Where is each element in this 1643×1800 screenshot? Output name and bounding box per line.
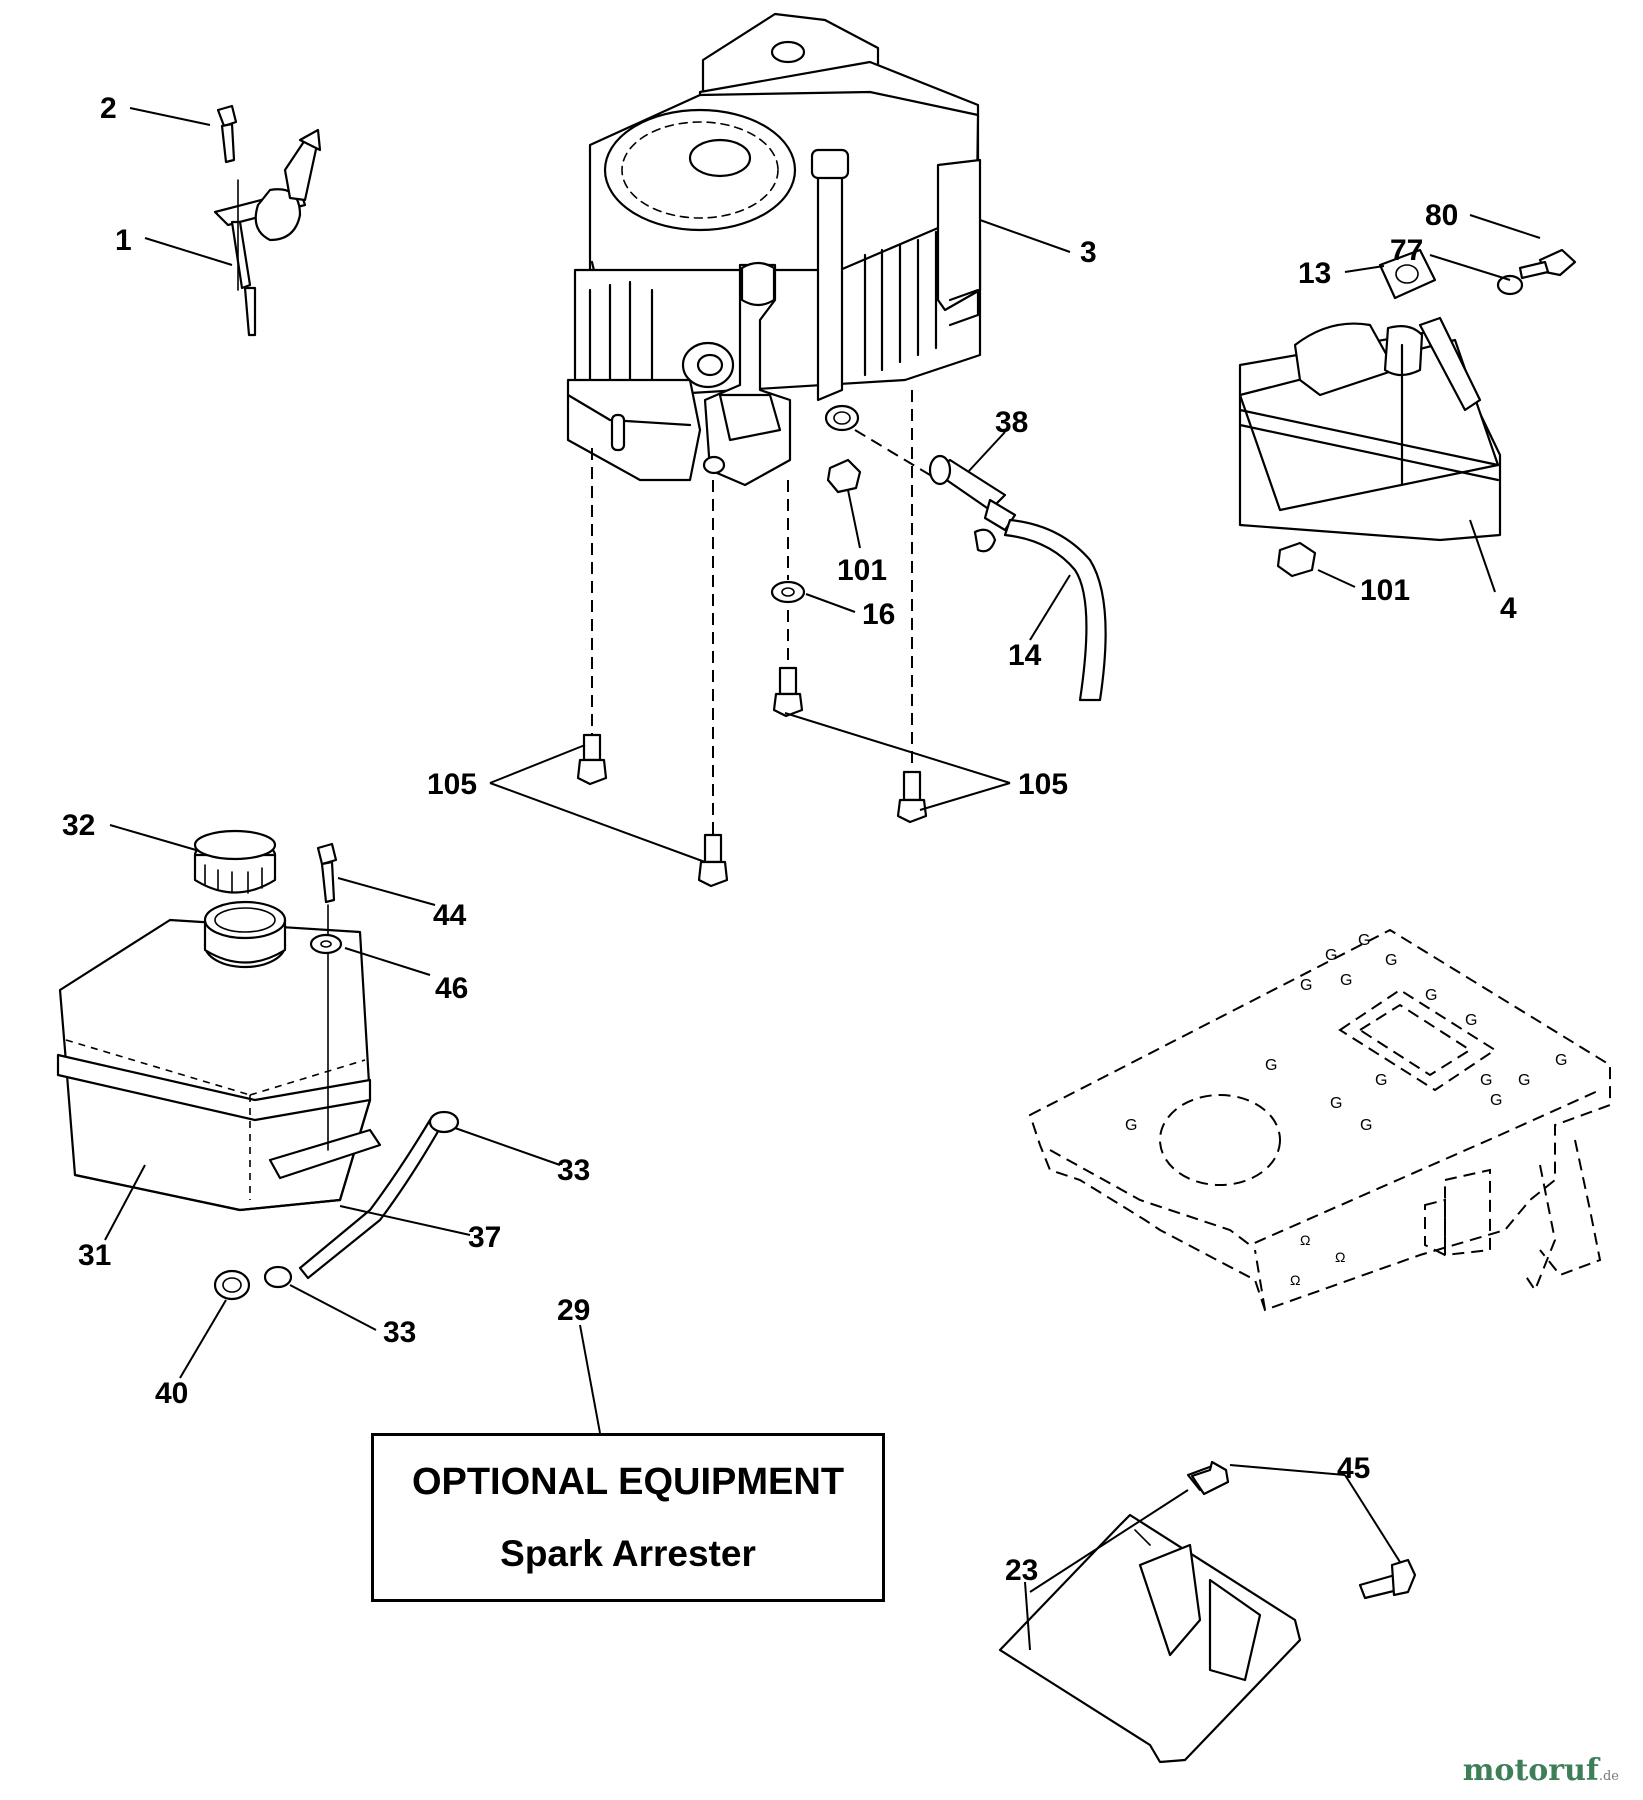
leader-lines — [104, 107, 1541, 1651]
bolt-105-a — [576, 733, 608, 786]
throttle-control — [213, 104, 322, 337]
grommet-40 — [213, 1269, 251, 1301]
watermark-logo: motoruf.de — [1463, 1753, 1619, 1788]
svg-text:G: G — [1518, 1072, 1530, 1089]
clamp-33-lower — [263, 1265, 293, 1289]
optional-equipment-title: OPTIONAL EQUIPMENT — [411, 1460, 845, 1503]
label-32: 32 — [62, 809, 95, 842]
label-33-upper: 33 — [557, 1154, 590, 1187]
label-13: 13 — [1298, 257, 1331, 290]
label-38: 38 — [995, 406, 1028, 439]
svg-text:G: G — [1325, 947, 1337, 964]
label-23: 23 — [1005, 1554, 1038, 1587]
optional-equipment-box: OPTIONAL EQUIPMENT Spark Arrester — [371, 1433, 885, 1602]
svg-text:Ω: Ω — [1335, 1249, 1345, 1265]
fuel-shutoff-valve — [928, 454, 1017, 553]
bolt-45-upper — [1186, 1460, 1230, 1496]
label-37: 37 — [468, 1221, 501, 1254]
label-101-engine: 101 — [837, 554, 887, 587]
engine — [566, 12, 982, 487]
svg-text:G: G — [1385, 952, 1397, 969]
bolt-105-d — [896, 770, 928, 824]
label-4: 4 — [1500, 592, 1517, 625]
label-80: 80 — [1425, 199, 1458, 232]
nut-101-engine — [826, 458, 862, 494]
svg-text:G: G — [1300, 977, 1312, 994]
label-77: 77 — [1390, 234, 1423, 267]
label-16: 16 — [862, 598, 895, 631]
svg-text:G: G — [1358, 932, 1370, 949]
svg-text:Ω: Ω — [1300, 1232, 1310, 1248]
bolt-45-lower — [1358, 1558, 1417, 1600]
clamp-33-upper — [428, 1110, 460, 1134]
svg-text:G: G — [1265, 1057, 1277, 1074]
watermark-brand: motoruf — [1462, 1753, 1599, 1788]
svg-text:G: G — [1360, 1117, 1372, 1134]
label-14: 14 — [1008, 639, 1042, 672]
bolt-105-b — [697, 833, 729, 888]
svg-text:G: G — [1555, 1052, 1567, 1069]
svg-text:G: G — [1465, 1012, 1477, 1029]
label-105-left: 105 — [427, 768, 477, 801]
label-46: 46 — [435, 972, 468, 1005]
svg-text:G: G — [1490, 1092, 1502, 1109]
svg-text:G: G — [1340, 972, 1352, 989]
optional-equipment-subtitle: Spark Arrester — [500, 1532, 756, 1574]
lock-washer-16 — [770, 580, 806, 604]
svg-text:G: G — [1425, 987, 1437, 1004]
washer-77 — [1496, 274, 1524, 296]
svg-text:G: G — [1330, 1095, 1342, 1112]
watermark-tld: .de — [1598, 1769, 1619, 1784]
heat-shield-23 — [998, 1513, 1302, 1764]
label-3: 3 — [1080, 236, 1097, 269]
fuel-tank — [56, 900, 382, 1212]
label-101-muffler: 101 — [1360, 574, 1410, 607]
screw-44 — [316, 842, 338, 866]
label-40: 40 — [155, 1377, 188, 1410]
label-31: 31 — [78, 1239, 111, 1272]
label-29: 29 — [557, 1294, 590, 1327]
bolt-105-c — [772, 666, 804, 718]
label-105-right: 105 — [1018, 768, 1068, 801]
label-44: 44 — [433, 899, 467, 932]
label-1: 1 — [115, 224, 132, 257]
fuel-cap-32 — [193, 829, 277, 894]
svg-text:G: G — [1480, 1072, 1492, 1089]
gasket-13 — [1378, 248, 1437, 300]
label-33-lower: 33 — [383, 1316, 416, 1349]
frame-reference: G G G G G G G G G G G G G G G G Ω Ω Ω — [1028, 928, 1611, 1312]
nut-101-muffler — [1276, 541, 1317, 578]
washer-46 — [309, 933, 343, 955]
fuel-line — [1003, 518, 1107, 702]
svg-text:G: G — [1375, 1072, 1387, 1089]
label-2: 2 — [100, 92, 117, 125]
muffler — [1238, 316, 1502, 542]
svg-text:G: G — [1125, 1117, 1137, 1134]
svg-text:Ω: Ω — [1290, 1272, 1300, 1288]
label-45: 45 — [1337, 1452, 1370, 1485]
